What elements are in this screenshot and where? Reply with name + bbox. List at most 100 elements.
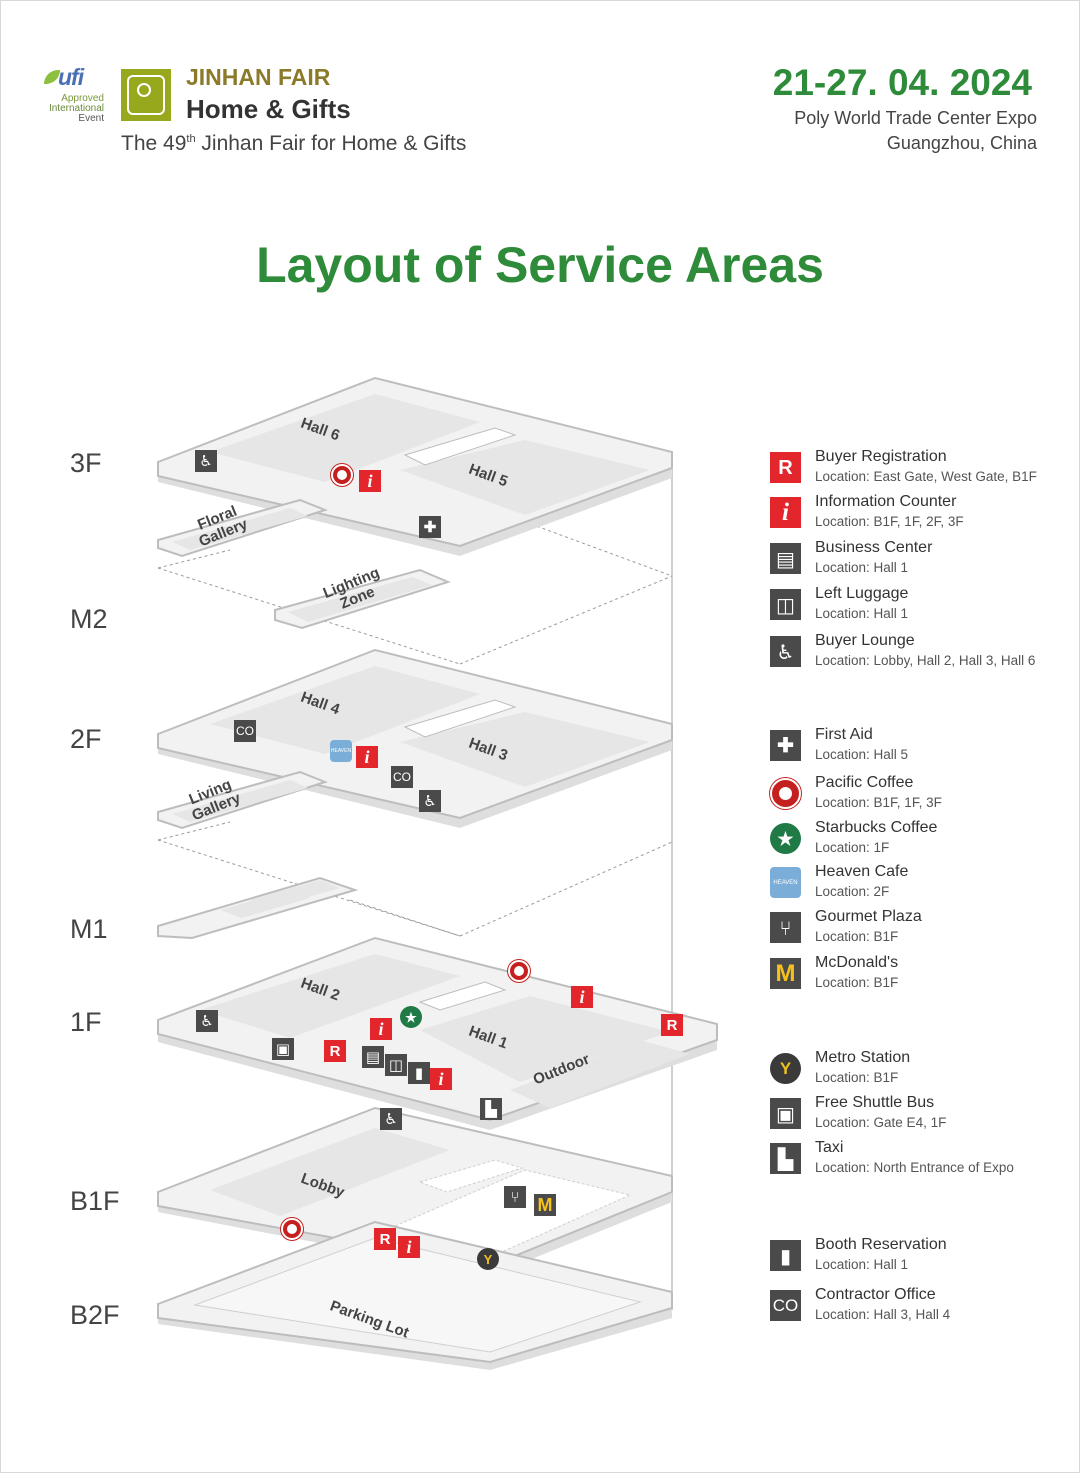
heaven-cafe-icon: HEAVEN [770, 867, 801, 898]
information-icon: i [356, 746, 378, 768]
floor-label-1f: 1F [70, 1007, 102, 1037]
booth-icon: ▮ [408, 1062, 430, 1084]
fair-subtitle: The 49th Jinhan Fair for Home & Gifts [121, 132, 467, 155]
ufi-approved: Approved [61, 93, 104, 104]
legend-item: CO Contractor Office Location: Hall 3, H… [770, 1286, 1070, 1330]
legend-location: Location: B1F [815, 975, 899, 990]
legend-name: Contractor Office [815, 1286, 936, 1303]
legend-location: Location: B1F, 1F, 2F, 3F [815, 514, 964, 529]
legend-item: ⑂ Gourmet Plaza Location: B1F [770, 908, 1070, 952]
legend-item: ◫ Left Luggage Location: Hall 1 [770, 585, 1070, 629]
bus-icon: ▣ [272, 1038, 294, 1060]
legend-name: Left Luggage [815, 585, 909, 602]
legend-item: R Buyer Registration Location: East Gate… [770, 448, 1070, 492]
floor-label-m1: M1 [70, 914, 108, 944]
legend-name: Pacific Coffee [815, 774, 914, 791]
information-icon: i [359, 470, 381, 492]
registration-icon: R [324, 1040, 346, 1062]
gourmet-icon: ⑂ [770, 912, 801, 943]
legend-item: ✚ First Aid Location: Hall 5 [770, 726, 1070, 770]
taxi-icon: ▙ [480, 1098, 502, 1120]
legend-location: Location: Hall 5 [815, 747, 909, 762]
legend-location: Location: B1F [815, 929, 899, 944]
legend-location: Location: B1F, 1F, 3F [815, 795, 942, 810]
information-icon: i [571, 986, 593, 1008]
mcdonalds-icon: M [770, 958, 801, 989]
floor-1f [157, 936, 718, 1130]
information-icon: i [770, 497, 801, 528]
legend-name: Heaven Cafe [815, 863, 909, 880]
business-center-icon: ▤ [770, 543, 801, 574]
bus-icon: ▣ [770, 1098, 801, 1129]
legend-item: Starbucks Coffee Location: 1F [770, 819, 1070, 863]
first-aid-icon: ✚ [419, 516, 441, 538]
floor-2f [157, 648, 673, 830]
starbucks-icon [770, 823, 801, 854]
pacific-coffee-icon [508, 960, 530, 982]
legend-name: Information Counter [815, 493, 957, 510]
ufi-word: ufi [58, 64, 84, 90]
legend-name: Starbucks Coffee [815, 819, 938, 836]
floor-label-b1f: B1F [70, 1186, 120, 1216]
legend-item: ▤ Business Center Location: Hall 1 [770, 539, 1070, 583]
legend-name: First Aid [815, 726, 873, 743]
registration-icon: R [661, 1014, 683, 1036]
legend-location: Location: Lobby, Hall 2, Hall 3, Hall 6 [815, 653, 1036, 668]
floor-label-2f: 2F [70, 724, 102, 754]
legend-location: Location: B1F [815, 1070, 899, 1085]
pacific-coffee-icon [331, 464, 353, 486]
legend-location: Location: Hall 1 [815, 1257, 909, 1272]
venue-name: Poly World Trade Center Expo [794, 108, 1037, 128]
pacific-coffee-icon [770, 778, 801, 809]
luggage-icon: ◫ [770, 589, 801, 620]
legend-location: Location: East Gate, West Gate, B1F [815, 469, 1037, 484]
pacific-coffee-icon [281, 1218, 303, 1240]
contractor-icon: CO [234, 720, 256, 742]
floor-3f [157, 376, 673, 558]
ufi-logo: ufi Approved International Event [38, 64, 104, 126]
legend-item: i Information Counter Location: B1F, 1F,… [770, 493, 1070, 537]
business-center-icon: ▤ [362, 1046, 384, 1068]
legend-name: Taxi [815, 1139, 844, 1156]
starbucks-icon [400, 1006, 422, 1028]
legend-location: Location: 2F [815, 884, 890, 899]
fair-date: 21-27. 04. 2024 [772, 62, 1032, 103]
page-title: Layout of Service Areas [256, 237, 824, 293]
jinhan-logo-icon [121, 69, 171, 121]
buyer-lounge-icon: ♿ [380, 1108, 402, 1130]
information-icon: i [370, 1018, 392, 1040]
buyer-lounge-icon: ♿ [196, 1010, 218, 1032]
legend-item: Pacific Coffee Location: B1F, 1F, 3F [770, 774, 1070, 818]
floor-diagram: Hall 6 Hall 5 Floral Gallery Lighting Zo… [150, 370, 730, 1370]
legend-name: Buyer Registration [815, 448, 947, 465]
brand-subname: Home & Gifts [186, 94, 351, 124]
legend-name: Gourmet Plaza [815, 908, 922, 925]
floor-shapes [157, 376, 718, 1370]
first-aid-icon: ✚ [770, 730, 801, 761]
mcdonalds-icon: M [534, 1194, 556, 1216]
legend-name: Metro Station [815, 1049, 911, 1066]
gourmet-icon: ⑂ [504, 1186, 526, 1208]
information-icon: i [398, 1236, 420, 1258]
legend-name: Free Shuttle Bus [815, 1094, 935, 1111]
legend-location: Location: Gate E4, 1F [815, 1115, 947, 1130]
legend-location: Location: Hall 1 [815, 606, 909, 621]
information-icon: i [430, 1068, 452, 1090]
legend-item: ▣ Free Shuttle Bus Location: Gate E4, 1F [770, 1094, 1070, 1138]
legend-location: Location: Hall 3, Hall 4 [815, 1307, 951, 1322]
floor-b2f [157, 1220, 673, 1370]
ufi-international: International [48, 103, 104, 114]
contractor-icon: CO [770, 1290, 801, 1321]
legend-item: ▮ Booth Reservation Location: Hall 1 [770, 1236, 1070, 1280]
legend-location: Location: 1F [815, 840, 890, 855]
metro-icon: Y [477, 1248, 499, 1270]
legend-name: Booth Reservation [815, 1236, 947, 1253]
buyer-lounge-icon: ♿ [770, 636, 801, 667]
floor-m1 [157, 876, 359, 940]
metro-icon: Y [770, 1053, 801, 1084]
floor-label-3f: 3F [70, 448, 102, 478]
legend-name: McDonald's [815, 954, 899, 971]
contractor-icon: CO [391, 766, 413, 788]
legend-location: Location: Hall 1 [815, 560, 909, 575]
taxi-icon: ▙ [770, 1143, 801, 1174]
